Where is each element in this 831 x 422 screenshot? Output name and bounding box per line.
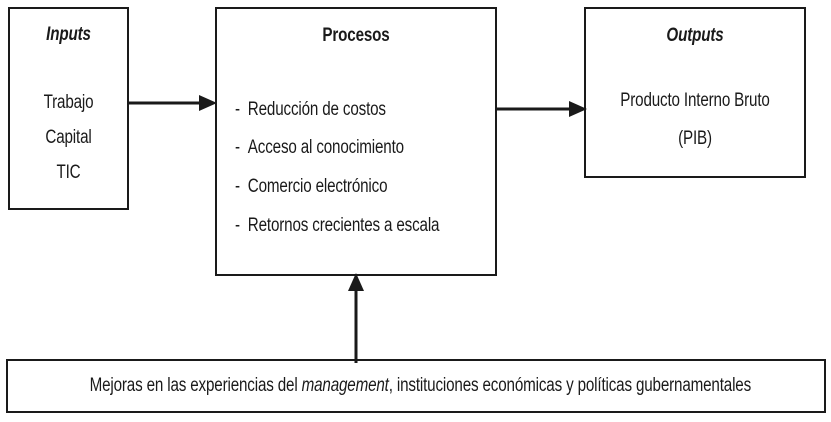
procesos-bullet-row: -Comercio electrónico xyxy=(235,176,388,198)
inputs-item-capital: Capital xyxy=(45,127,92,148)
footer-text: Mejoras en las experiencias del manageme… xyxy=(89,375,752,397)
procesos-bullet-item: -Acceso al conocimiento xyxy=(235,137,446,159)
procesos-bullet-row: -Retornos crecientes a escala xyxy=(235,215,439,237)
procesos-bullet-row: -Acceso al conocimiento xyxy=(235,137,404,159)
bullet-dash-icon: - xyxy=(235,99,240,120)
procesos-box: Procesos -Reducción de costos -Acceso al… xyxy=(215,7,497,276)
footer-text-before: Mejoras en las experiencias del xyxy=(89,375,302,396)
bullet-dash-icon: - xyxy=(235,137,240,158)
procesos-bullet-item: -Reducción de costos xyxy=(235,99,424,121)
outputs-line-pib-full: Producto Interno Bruto xyxy=(620,90,770,111)
bullet-dash-icon: - xyxy=(235,176,240,197)
procesos-bullet-label: Reducción de costos xyxy=(247,99,386,120)
arrow-inputs-to-procesos-icon xyxy=(127,95,217,111)
procesos-bullet-label: Retornos crecientes a escala xyxy=(247,215,440,236)
footer-text-italic: management xyxy=(301,375,389,396)
footer-box: Mejoras en las experiencias del manageme… xyxy=(6,359,826,413)
outputs-box: Outputs Producto Interno Bruto (PIB) xyxy=(584,7,806,178)
procesos-bullet-row: -Reducción de costos xyxy=(235,99,386,121)
inputs-box-title: Inputs xyxy=(46,24,91,45)
procesos-bullet-item: -Comercio electrónico xyxy=(235,176,425,198)
procesos-box-title: Procesos xyxy=(322,25,390,46)
outputs-box-title: Outputs xyxy=(666,25,724,46)
procesos-bullet-label: Comercio electrónico xyxy=(247,176,388,197)
procesos-bullet-item: -Retornos crecientes a escala xyxy=(235,215,490,237)
arrow-footer-to-procesos-icon xyxy=(348,273,364,363)
outputs-line-pib-abbrev: (PIB) xyxy=(678,128,712,149)
inputs-item-tic: TIC xyxy=(56,162,81,183)
bullet-dash-icon: - xyxy=(235,215,240,236)
arrow-procesos-to-outputs-icon xyxy=(495,101,587,117)
procesos-bullet-label: Acceso al conocimiento xyxy=(247,137,404,158)
footer-text-after: , instituciones económicas y políticas g… xyxy=(388,375,752,396)
inputs-item-trabajo: Trabajo xyxy=(43,92,94,113)
inputs-box: Inputs Trabajo Capital TIC xyxy=(8,7,129,210)
